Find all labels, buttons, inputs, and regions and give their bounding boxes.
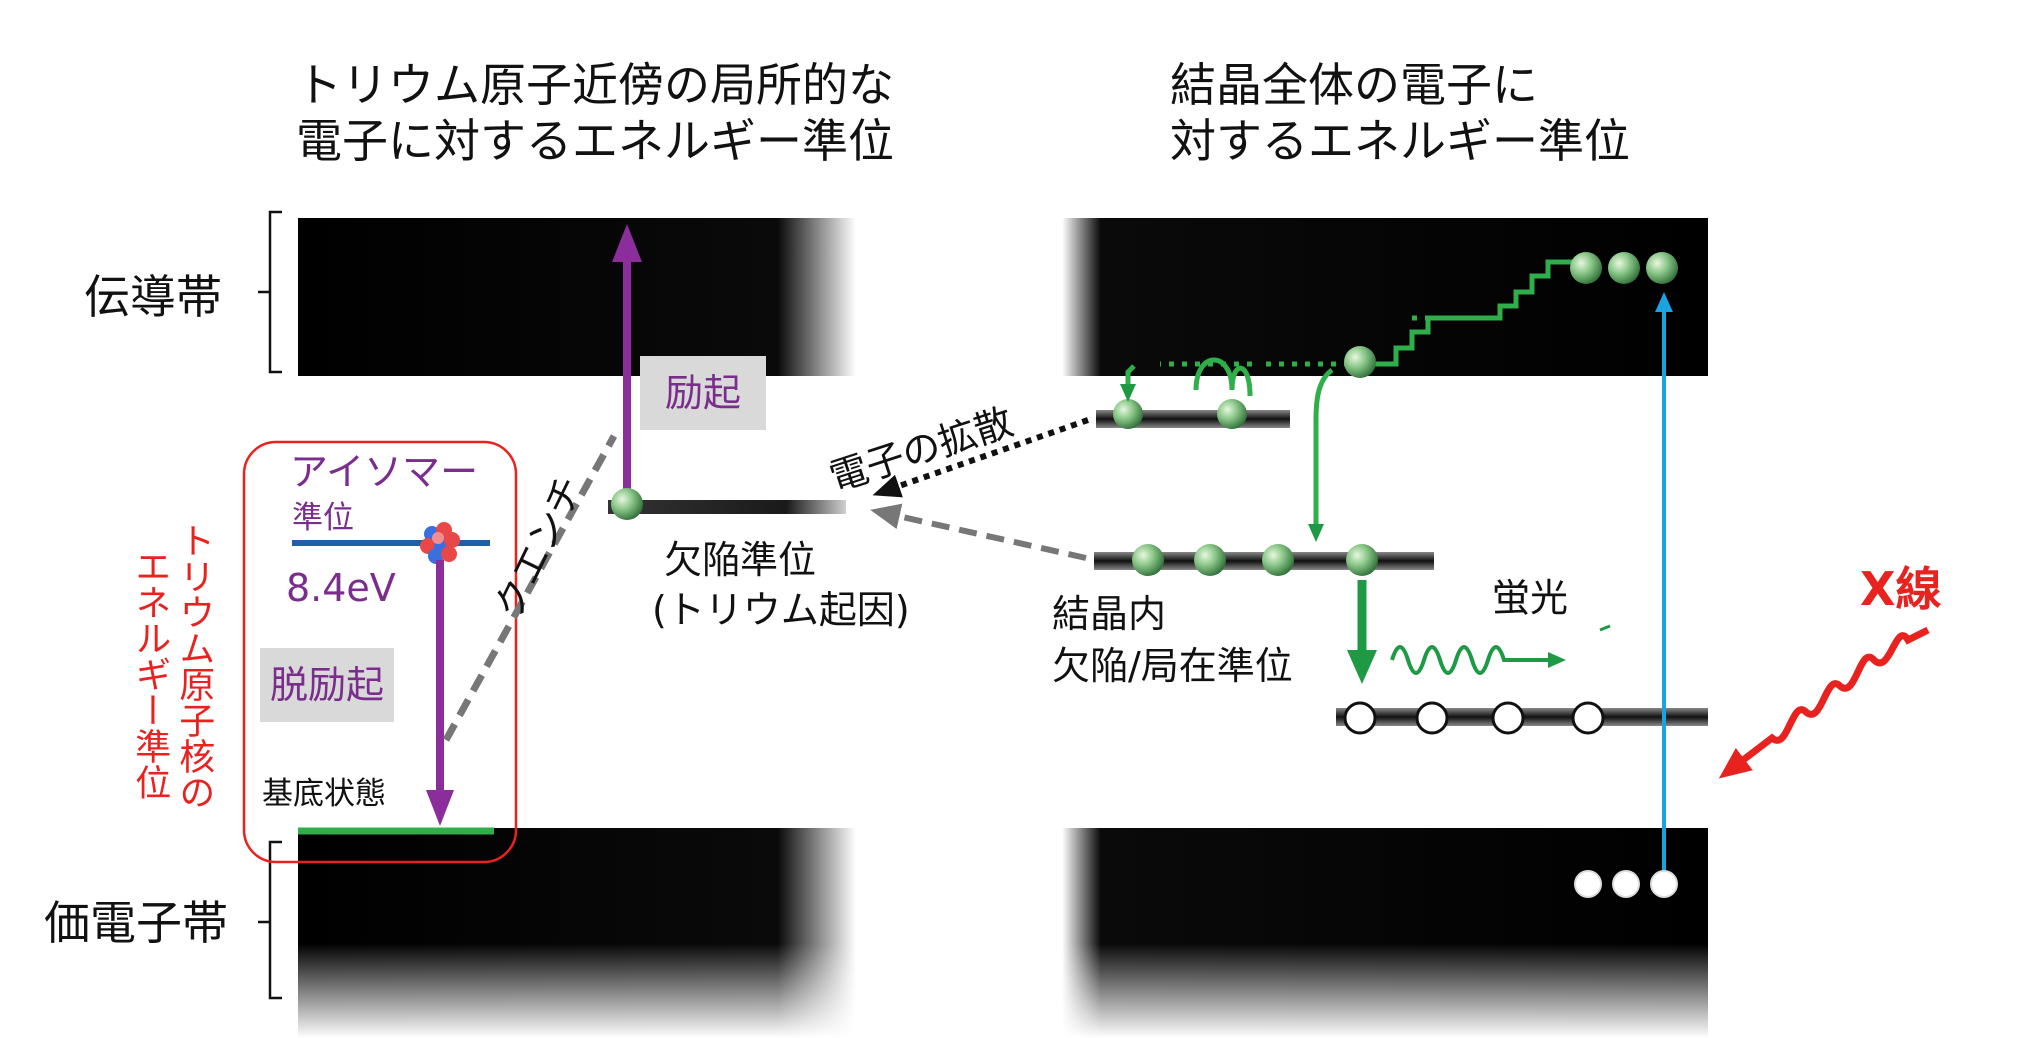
trap-electron-1: [1113, 399, 1143, 429]
hole-2: [1415, 701, 1449, 735]
left-heading-line1: トリウム原子近傍の局所的な: [296, 58, 894, 112]
cb-electron-small: [1344, 346, 1376, 378]
excitation-arrowhead: [612, 224, 642, 262]
cb-electron-3: [1646, 252, 1678, 284]
grey-dashed-arrow: [870, 503, 1087, 561]
left-heading-line2: 電子に対するエネルギー準位: [296, 114, 894, 168]
ground-state-label: 基底状態: [262, 776, 386, 812]
isomer-label-line1: アイソマー: [290, 450, 479, 494]
electron-drop-to-trap: [1120, 364, 1136, 402]
hole-1: [1343, 701, 1377, 735]
nucleus-icon: [420, 522, 460, 564]
electron-drop-to-defect: [1308, 367, 1334, 542]
conduction-band-label: 伝導帯: [84, 270, 222, 324]
xray-label: X線: [1860, 562, 1942, 616]
defect-electron: [611, 488, 643, 520]
conduction-band-bracket: [258, 210, 282, 374]
trap-electron-2: [1217, 399, 1247, 429]
defect-level-label-line2: (トリウム起因): [652, 588, 910, 632]
defect-level-label-line1: 欠陥準位: [664, 538, 817, 582]
crystal-level-label-line2: 欠陥/局在準位: [1052, 644, 1293, 688]
valence-band-label: 価電子帯: [44, 896, 228, 950]
hole-3: [1491, 701, 1525, 735]
crystal-electron-4: [1346, 544, 1378, 576]
isomer-label-line2: 準位: [292, 500, 354, 536]
isomer-energy-label: 8.4eV: [286, 566, 396, 610]
electron-relaxation-staircase: [1358, 259, 1578, 367]
nucleus-box-label-line2: エネルギー準位: [129, 548, 171, 800]
crystal-electron-3: [1262, 544, 1294, 576]
right-heading-line2: 対するエネルギー準位: [1170, 114, 1630, 168]
nucleus-box-label-line1: トリウム原子核の: [173, 522, 215, 810]
valence-band-fade: [290, 828, 1720, 1038]
cb-electron-2: [1608, 252, 1640, 284]
conduction-band-right: [1062, 218, 1708, 376]
thorium-defect-level: [608, 500, 846, 514]
nucleus-level-box: [242, 440, 518, 864]
deexcitation-arrowhead: [426, 790, 454, 826]
deexcite-badge: 脱励起: [260, 648, 394, 722]
conduction-band-left: [298, 218, 856, 376]
crystal-level-label-line1: 結晶内: [1052, 592, 1167, 636]
excite-badge: 励起: [640, 356, 766, 430]
valence-holes: [1574, 870, 1678, 898]
fluorescence-tail: [1599, 624, 1611, 632]
valence-band-bracket: [258, 840, 282, 1000]
electron-hop-arc-2: [1229, 365, 1253, 397]
fluorescence-label: 蛍光: [1492, 576, 1569, 620]
cb-electron-1: [1570, 252, 1602, 284]
right-heading-line1: 結晶全体の電子に: [1170, 58, 1538, 112]
fluorescence-wave: [1390, 645, 1566, 675]
xray-wave-icon: [1718, 626, 1930, 779]
diffusion-dotted-arrow: [872, 417, 1089, 498]
hole-4: [1571, 701, 1605, 735]
crystal-electron-2: [1194, 544, 1226, 576]
crystal-electron-1: [1132, 544, 1164, 576]
quench-dashed-line: [442, 434, 618, 742]
